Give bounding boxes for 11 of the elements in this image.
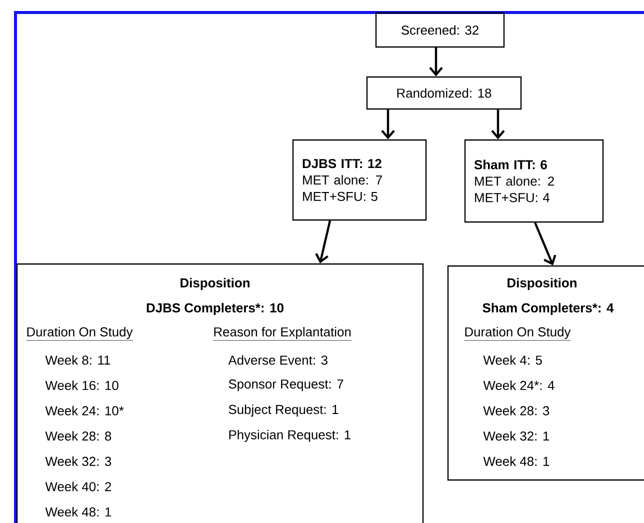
arrow — [381, 110, 395, 140]
process-box: Randomized: 18 — [366, 76, 522, 110]
arrow — [315, 220, 332, 264]
arrow — [534, 222, 556, 266]
disposition-box: Disposition Sham Completers*: 4 Duration On Study Week 4: 5 Week 24*: 4 Week 28: 3 Week 32: 1 Week 48: 1 — [447, 265, 644, 481]
group-box: DJBS ITT: 12 MET alone: 7 MET+SFU: 5 — [292, 139, 427, 221]
process-box: Screened: 32 — [375, 12, 505, 48]
arrow — [491, 110, 505, 140]
arrow — [429, 48, 443, 76]
group-box: Sham ITT: 6 MET alone: 2 MET+SFU: 4 — [464, 139, 604, 223]
disposition-box: Disposition DJBS Completers*: 10 Duration On Study Week 8: 11 Week 16: 10 Week 24: 10* Week 28: 8 Week 32: 3 Week 40: 2 Week 48: 1 Reason for Explantation Adverse Event: 3 Sponsor Request: 7 Subject Request: 1 Physician Request: 1 — [16, 263, 424, 523]
